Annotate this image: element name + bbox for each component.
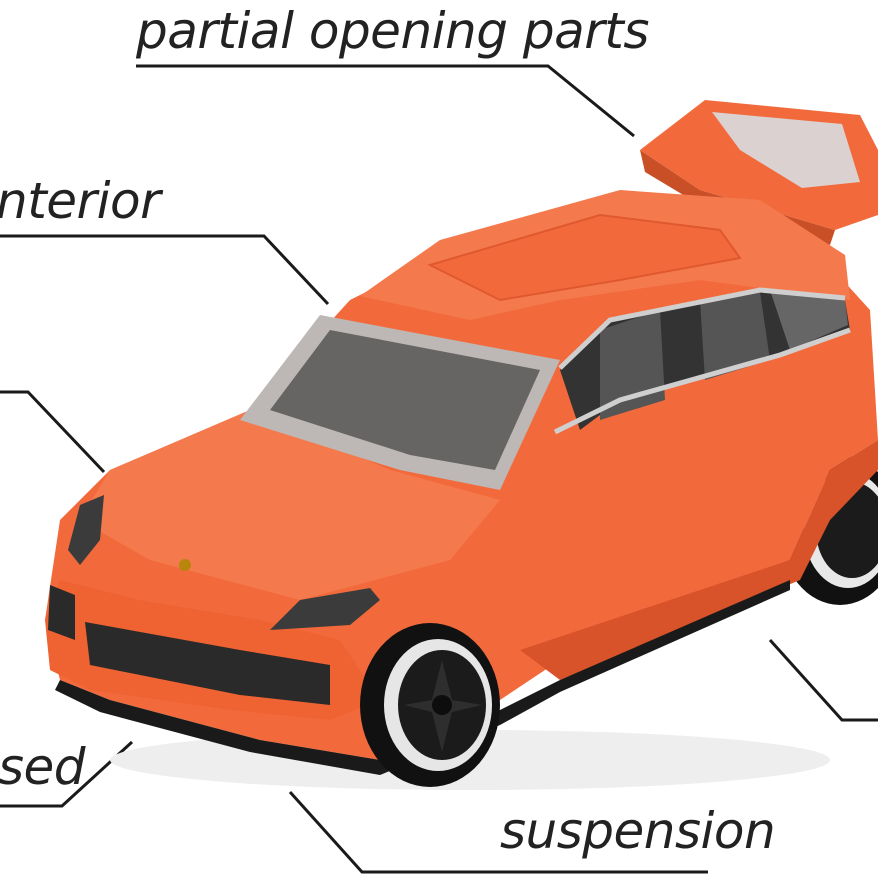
callout-line-opening-parts [136, 64, 635, 138]
callout-line-used [0, 740, 134, 808]
front-wheel [360, 623, 500, 787]
callout-line-suspension [288, 790, 708, 874]
label-interior: nterior [0, 172, 161, 230]
callout-line-interior [0, 234, 330, 306]
label-used: sed [0, 738, 86, 796]
callout-line-right [768, 638, 878, 722]
label-partial-opening-parts: partial opening parts [136, 2, 649, 60]
callout-lines [0, 64, 878, 874]
label-suspension: suspension [500, 802, 776, 860]
car-body [45, 190, 878, 775]
callout-line-left [0, 390, 106, 474]
